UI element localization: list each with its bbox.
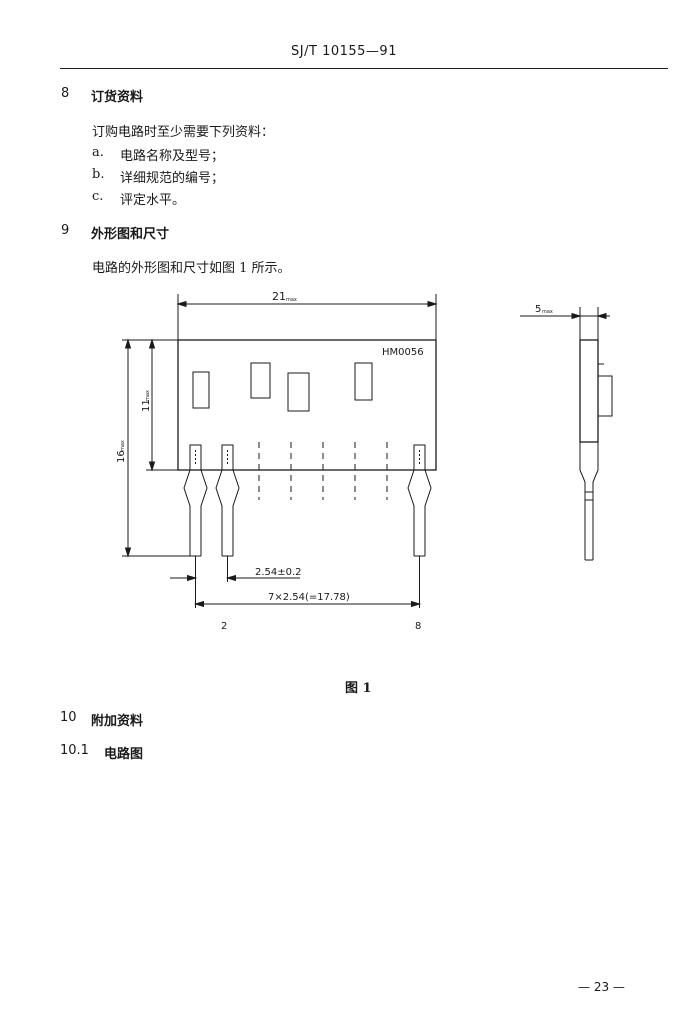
header-rule [60,68,668,69]
list-item-c-text: 评定水平。 [120,193,186,208]
section-9-number: 9 [61,223,70,238]
list-item-a-letter: a. [92,145,104,160]
marking-label: HM0056 [382,347,424,358]
pin-8-label: 8 [415,621,421,632]
section-8-intro: 订购电路时至少需要下列资料： [92,125,275,140]
section-10-1-title: 电路图 [104,747,144,762]
body-height-label: 11 [141,399,152,412]
section-8-title: 订货资料 [91,90,144,105]
document-code-header: SJ/T 10155—91 [291,44,397,59]
section-10-title: 附加资料 [91,714,144,729]
section-8-number: 8 [61,86,70,101]
pitch-dimension-label: 2.54±0.2 [255,567,302,578]
total-height-label: 16 [116,450,127,463]
page-number: — 23 — [578,980,625,994]
list-item-a-text: 电路名称及型号； [120,149,225,164]
thickness-dimension-sub: max [542,309,553,315]
section-10-number: 10 [60,710,77,725]
width-dimension-label: 21 [272,290,286,303]
total-height-sub: max [120,440,126,451]
thickness-dimension-label: 5 [535,304,541,315]
pin-2-label: 2 [221,621,227,632]
figure-1-caption: 图 1 [345,681,372,696]
figure-1-outline-drawing: 21 max 5 max HM0056 16 max 11 max 2.54±0… [116,290,613,632]
list-item-b-letter: b. [92,167,105,182]
section-10-1-number: 10.1 [60,743,89,758]
list-item-b-text: 详细规范的编号； [120,171,225,186]
list-item-c-letter: c. [92,189,104,204]
section-9-text: 电路的外形图和尺寸如图 1 所示。 [92,261,291,276]
span-dimension-label: 7×2.54(=17.78) [268,592,350,603]
width-dimension-sub: max [286,297,297,303]
body-height-sub: max [145,390,151,401]
section-9-title: 外形图和尺寸 [91,227,170,242]
